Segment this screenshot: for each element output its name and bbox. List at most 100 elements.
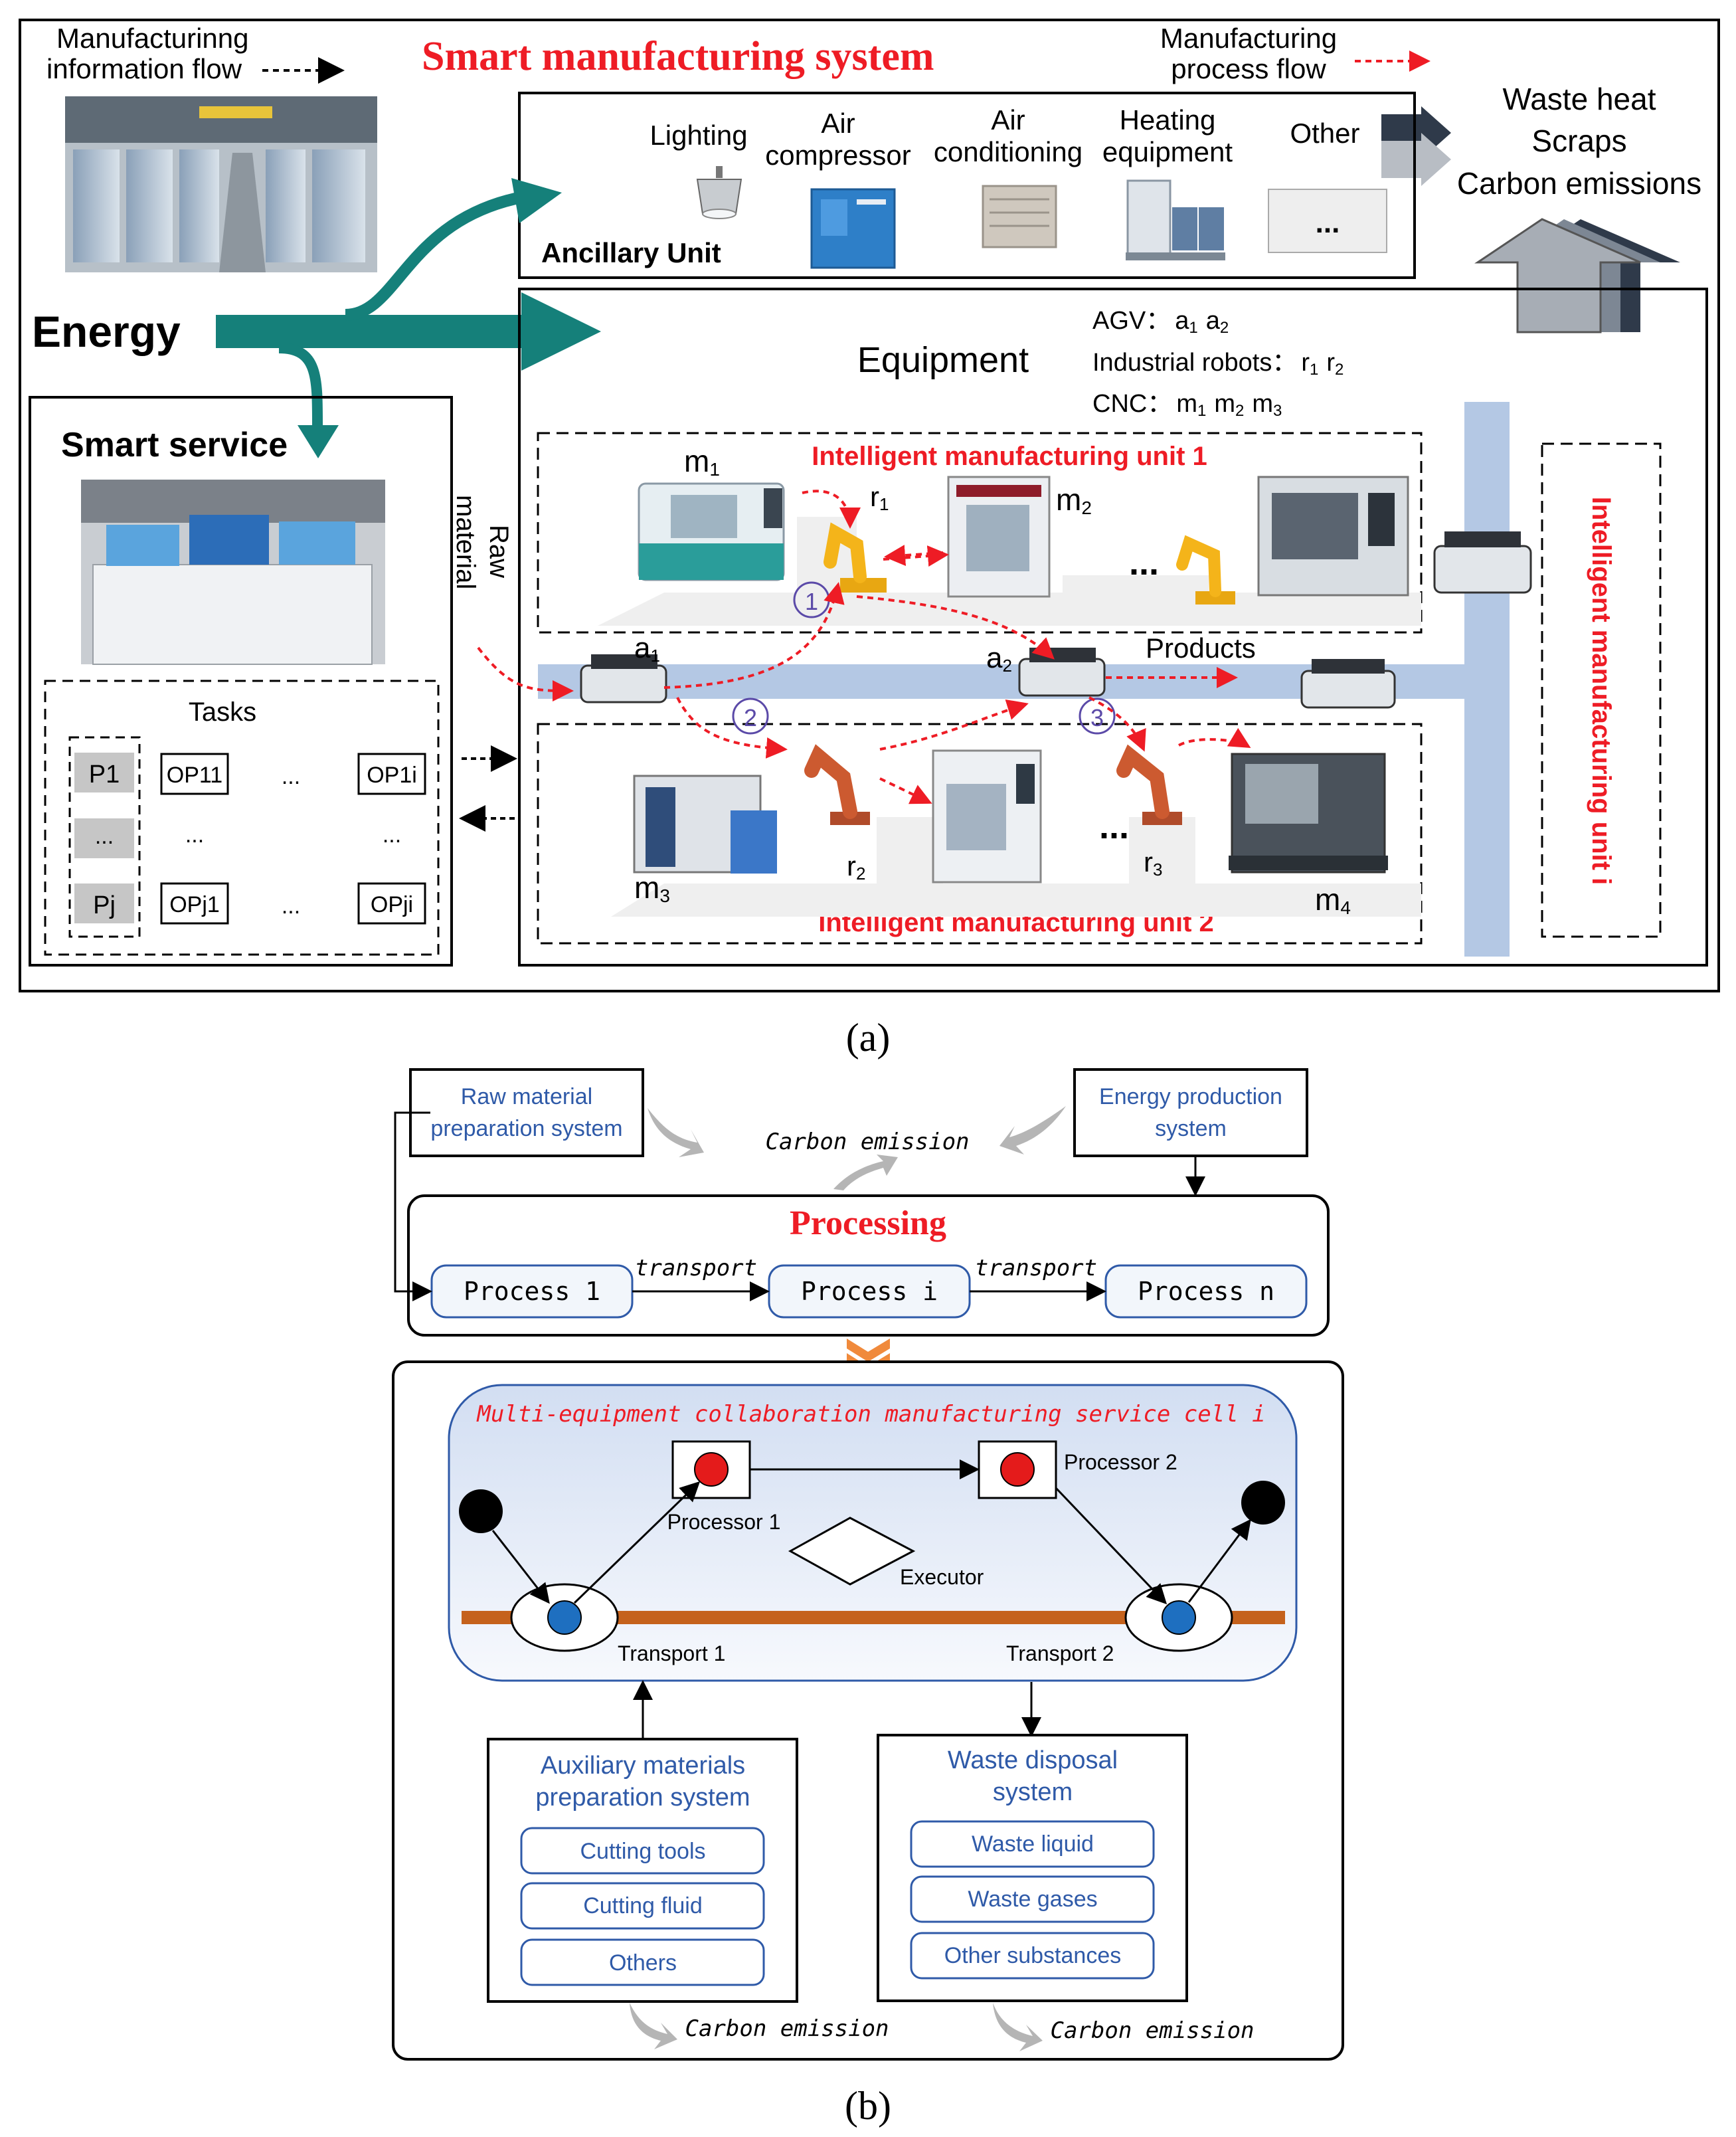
other-box	[1268, 189, 1387, 253]
agv-products	[1300, 659, 1396, 709]
source-node	[459, 1489, 503, 1533]
emission-arrows-bottom	[630, 2003, 1043, 2051]
unit2-ellipsis: ...	[1099, 806, 1129, 846]
robot-r1	[824, 522, 887, 593]
label-m2: m2	[1056, 482, 1092, 518]
equipment-box	[518, 288, 1708, 967]
label-m3: m3	[634, 870, 670, 906]
ancillary-air-compressor-1: Air	[821, 108, 855, 139]
step-3: 3	[1090, 704, 1104, 731]
cnc-machine-m4	[1229, 753, 1388, 874]
transport-2-node	[1162, 1600, 1196, 1635]
p-ellipsis-label: ...	[95, 824, 114, 849]
ancillary-air-conditioning-1: Air	[991, 104, 1025, 136]
waste-system-1: Waste disposal	[948, 1746, 1118, 1774]
waste-gases-box	[910, 1875, 1155, 1923]
process-flow-arrows	[477, 490, 1251, 804]
unit-1-label: Intelligent manufacturing unit 1	[812, 442, 1207, 471]
label-r3: r3	[1144, 846, 1162, 880]
caption-a: (a)	[846, 1016, 891, 1060]
transport-2-label: Transport 2	[1006, 1641, 1114, 1665]
other-ellipsis: ...	[1316, 207, 1340, 239]
opji-cell	[357, 882, 426, 925]
scraps: Scraps	[1531, 124, 1626, 158]
cnc-machine-center	[932, 749, 1042, 883]
processing-title: Processing	[790, 1204, 946, 1242]
raw-to-process-arrow	[394, 1111, 432, 1301]
robot-r2	[804, 744, 870, 825]
waste-system-2: system	[993, 1778, 1073, 1806]
p1-cell	[74, 753, 134, 792]
ancillary-heating-2: equipment	[1102, 136, 1233, 167]
energy-production-1: Energy production	[1099, 1084, 1282, 1109]
unit-2-box	[537, 723, 1423, 945]
processor-2-label: Processor 2	[1064, 1450, 1177, 1474]
row2-ellipsis-left: ...	[185, 822, 204, 848]
air-compressor-icon	[810, 188, 896, 269]
carbon-emission-top: Carbon emission	[765, 1129, 969, 1155]
ancillary-other: Other	[1290, 118, 1359, 149]
p-column	[68, 736, 141, 938]
sink-node	[1241, 1481, 1285, 1525]
cutting-tools-box	[520, 1827, 765, 1875]
unit-1-box	[537, 432, 1423, 634]
products-label: Products	[1146, 632, 1256, 664]
other-substances: Other substances	[944, 1943, 1121, 1968]
processor-1-node	[694, 1452, 729, 1487]
carbon-emission-aux: Carbon emission	[685, 2015, 889, 2042]
transport-1-label: Transport 1	[618, 1641, 725, 1665]
label-m1: m1	[684, 444, 720, 480]
transport-label-1: transport	[635, 1255, 757, 1281]
factory-photo	[65, 96, 377, 272]
cnc-machine-m2	[947, 476, 1051, 598]
info-flow-label-2: information flow	[46, 53, 242, 84]
cutting-fluid: Cutting fluid	[583, 1893, 703, 1918]
step-3-circle	[1079, 697, 1116, 735]
lamp-icon	[696, 166, 742, 219]
p-ellipsis-cell	[74, 818, 134, 858]
step-2-circle	[732, 697, 769, 735]
transport-label-2: transport	[975, 1255, 1097, 1281]
other-substances-box	[910, 1932, 1155, 1980]
row2-ellipsis-right: ...	[383, 822, 401, 848]
label-a1: a1	[634, 632, 660, 666]
label-r1: r1	[870, 481, 889, 514]
waste-up-arrow-icon	[1474, 218, 1680, 333]
processor-2-node	[1000, 1452, 1035, 1487]
transport-1-node	[547, 1600, 582, 1635]
ancillary-air-conditioning-2: conditioning	[934, 136, 1083, 167]
opj1-label: OPj1	[169, 892, 220, 917]
pj-label: Pj	[93, 891, 116, 919]
transport-track	[462, 1611, 1285, 1624]
label-a2: a2	[986, 642, 1012, 676]
smart-service-box	[29, 396, 453, 967]
waste-heat: Waste heat	[1503, 82, 1656, 116]
smart-service-label: Smart service	[61, 426, 288, 464]
row1-ellipsis: ...	[282, 764, 300, 789]
process-flow-label-2: process flow	[1171, 53, 1326, 84]
agv-vertical	[1433, 531, 1532, 594]
label-r2: r2	[847, 850, 865, 883]
carbon-emissions: Carbon emissions	[1457, 166, 1701, 201]
info-flow-label-1: Manufacturinng	[56, 23, 249, 54]
raw-material-system-1: Raw material	[461, 1084, 592, 1109]
control-room-photo	[81, 480, 385, 665]
equipment-label: Equipment	[857, 340, 1029, 380]
raw-label-1: Raw	[484, 525, 513, 578]
robot-r3	[1116, 744, 1182, 825]
energy-label: Energy	[32, 307, 181, 356]
unit-2-floor	[611, 817, 1421, 917]
raw-material-system-2: preparation system	[430, 1116, 622, 1141]
others-box	[520, 1938, 765, 1986]
ancillary-air-compressor-2: compressor	[765, 139, 911, 171]
process-i: Process i	[801, 1277, 938, 1306]
air-conditioner-icon	[982, 185, 1057, 248]
aux-system-2: preparation system	[535, 1784, 750, 1812]
carbon-emission-waste: Carbon emission	[1050, 2017, 1254, 2044]
executor-label: Executor	[900, 1565, 984, 1589]
step-1: 1	[805, 588, 818, 615]
